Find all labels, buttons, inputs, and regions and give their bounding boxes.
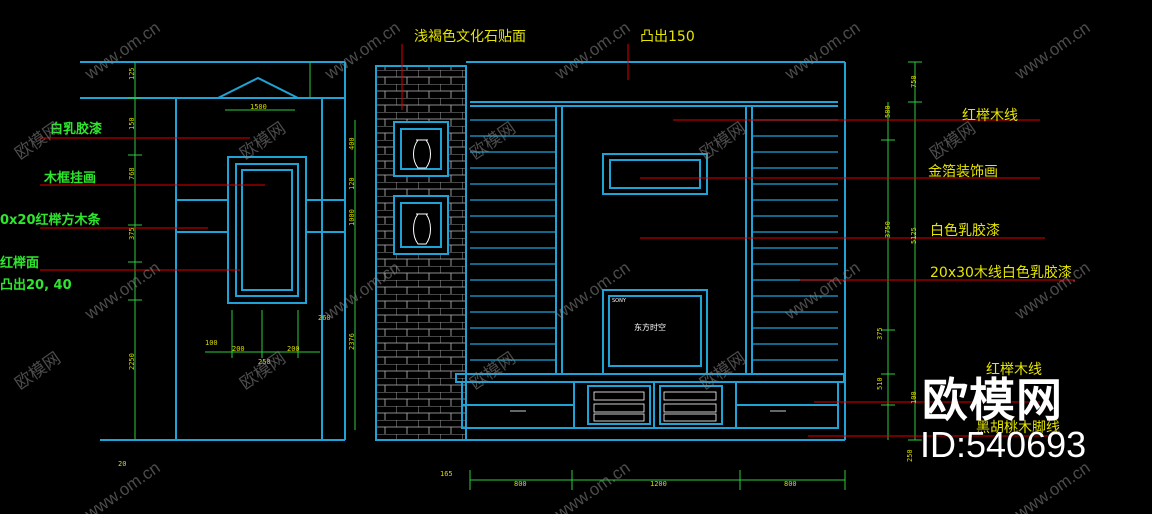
watermark-site: www.om.cn <box>781 18 864 84</box>
svg-text:250: 250 <box>906 449 914 462</box>
label-left-red-face: 红榉面 <box>0 255 39 271</box>
watermark-cn: 欧模网 <box>466 118 519 163</box>
svg-text:1200: 1200 <box>650 480 667 488</box>
svg-text:200: 200 <box>287 345 300 353</box>
watermark-cn: 欧模网 <box>466 348 519 393</box>
svg-text:200: 200 <box>232 345 245 353</box>
leader-lines <box>40 44 1075 437</box>
svg-text:800: 800 <box>784 480 797 488</box>
dimension-texts: 1500 800 1200 800 165 20 250 100 200 200… <box>118 67 918 488</box>
svg-text:20: 20 <box>118 460 126 468</box>
label-stone-facing: 浅褐色文化石贴面 <box>414 28 526 45</box>
svg-text:768: 768 <box>128 167 136 180</box>
right-dimension-lines <box>469 61 922 490</box>
brand-logo-text: 欧模网 <box>922 373 1063 427</box>
watermark-site: www.om.cn <box>781 258 864 324</box>
tv-cabinet <box>455 373 845 429</box>
svg-text:375: 375 <box>876 327 884 340</box>
svg-text:2376: 2376 <box>348 333 356 350</box>
watermark-site: www.om.cn <box>1011 458 1094 514</box>
label-protrude-150: 凸出150 <box>640 29 695 45</box>
svg-text:165: 165 <box>440 470 453 478</box>
svg-text:3750: 3750 <box>884 221 892 238</box>
left-dimension-lines <box>128 62 356 440</box>
label-gold-foil-painting: 金箔装饰画 <box>928 164 998 180</box>
svg-text:375: 375 <box>128 227 136 240</box>
svg-text:100: 100 <box>205 339 218 347</box>
label-left-wood-strip: 0x20红榉方木条 <box>0 212 102 228</box>
watermark-cn: 欧模网 <box>11 348 64 393</box>
svg-text:800: 800 <box>514 480 527 488</box>
svg-text:125: 125 <box>128 67 136 80</box>
svg-text:2250: 2250 <box>128 353 136 370</box>
label-left-frame-painting: 木框挂画 <box>43 170 96 186</box>
watermark-cn: 欧模网 <box>926 118 979 163</box>
vase-icons <box>413 139 431 245</box>
svg-text:5125: 5125 <box>910 227 918 244</box>
svg-text:400: 400 <box>348 137 356 150</box>
watermark-cn: 欧模网 <box>11 118 64 163</box>
label-left-latex: 白乳胶漆 <box>50 121 102 137</box>
svg-text:260: 260 <box>318 314 331 322</box>
label-white-latex-paint: 白色乳胶漆 <box>930 222 1000 239</box>
svg-text:250: 250 <box>258 358 271 366</box>
watermark-site: www.om.cn <box>551 458 634 514</box>
tv-screen-text: 东方时空 <box>634 322 666 332</box>
label-black-walnut-skirting: 黑胡桃木脚线 <box>976 420 1060 436</box>
svg-text:750: 750 <box>910 75 918 88</box>
watermark-site: www.om.cn <box>1011 18 1094 84</box>
stereo-equipment <box>510 391 786 422</box>
watermark-site: www.om.cn <box>81 18 164 84</box>
svg-text:150: 150 <box>128 117 136 130</box>
tv-wall-outline <box>466 61 846 441</box>
watermark-cn: 欧模网 <box>696 118 749 163</box>
watermark-site: www.om.cn <box>81 258 164 324</box>
svg-text:1500: 1500 <box>250 103 267 111</box>
svg-text:100: 100 <box>910 391 918 404</box>
tv-brand-text: SONY <box>612 298 627 304</box>
watermark-cn: 欧模网 <box>236 348 289 393</box>
svg-text:580: 580 <box>884 105 892 118</box>
model-id-text: ID:540693 <box>920 424 1087 465</box>
svg-text:120: 120 <box>348 177 356 190</box>
left-wall-section <box>80 61 346 441</box>
svg-text:510: 510 <box>876 377 884 390</box>
label-left-protrude: 凸出20, 40 <box>0 277 72 293</box>
watermark-site: www.om.cn <box>551 18 634 84</box>
label-red-wood-line: 红榉木线 <box>962 108 1018 124</box>
label-wood-line-white: 20x30木线白色乳胶漆 <box>930 264 1072 281</box>
label-red-wood-line-lower: 红榉木线 <box>986 362 1042 378</box>
svg-text:1000: 1000 <box>348 209 356 226</box>
vase-niches <box>393 121 449 255</box>
